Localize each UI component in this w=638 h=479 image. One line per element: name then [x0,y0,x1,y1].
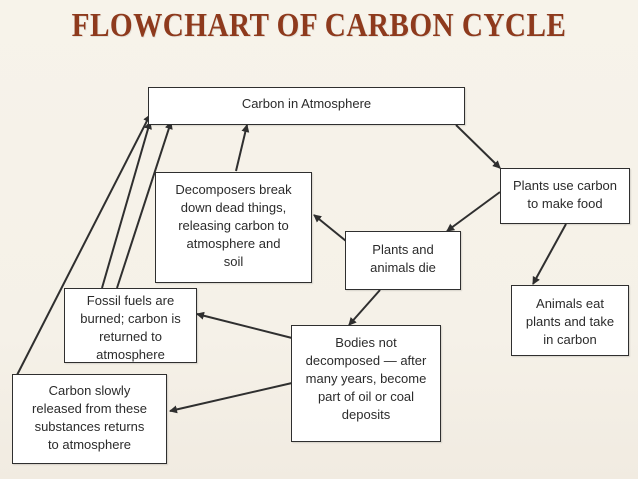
bodies-not-decomposed-line-3: many years, become [305,371,427,386]
decomposers-line-5: soil [223,254,244,269]
carbon-in-atmosphere-label: Carbon in Atmosphere [241,96,372,111]
plants-use-carbon-line-2: to make food [527,196,603,211]
carbon-slowly-released-box: Carbon slowly released from these substa… [12,374,167,464]
carbon-slowly-released-line-1: Carbon slowly [48,383,131,398]
bodies-not-decomposed-line-4: part of oil or coal [317,389,415,404]
decomposers-line-4: atmosphere and [186,236,281,251]
bodies-not-decomposed-line-1: Bodies not [335,335,397,350]
arrow-fossil-fuels-to-atmosphere-right [116,121,173,289]
fossil-fuels-line-3: returned to [99,329,162,344]
arrow-bodies-not-decomposed-to-carbon-slowly-released [169,382,293,414]
plants-animals-die-box: Plants and animals die [345,231,461,290]
animals-eat-line-2: plants and take [525,314,615,329]
plants-use-carbon-line-1: Plants use carbon [512,178,618,193]
arrow-fossil-fuels-to-atmosphere-left [101,121,152,289]
plants-use-carbon-box: Plants use carbon to make food [500,168,630,224]
decomposers-line-1: Decomposers break [175,182,292,197]
carbon-slowly-released-line-3: substances returns [34,419,145,434]
carbon-slowly-released-line-2: released from these [32,401,147,416]
arrow-decomposers-to-atmosphere [235,124,250,172]
decomposers-line-2: down dead things, [180,200,287,215]
decomposers-box: Decomposers break down dead things, rele… [155,172,312,283]
arrow-plants-animals-die-to-decomposers [313,214,347,242]
arrow-plants-use-carbon-to-plants-animals-die [446,191,501,232]
bodies-not-decomposed-box: Bodies not decomposed — after many years… [291,325,441,442]
bodies-not-decomposed-line-5: deposits [341,407,391,422]
animals-eat-line-3: in carbon [543,332,597,347]
animals-eat-box: Animals eat plants and take in carbon [511,285,629,356]
plants-animals-die-line-1: Plants and [372,242,434,257]
arrow-atmosphere-to-plants-use-carbon [455,124,501,169]
fossil-fuels-line-4: atmosphere [96,347,165,362]
fossil-fuels-box: Fossil fuels are burned; carbon is retur… [64,288,197,363]
arrow-carbon-slowly-released-to-atmosphere [15,114,151,378]
page-title: FLOWCHART OF CARBON CYCLE [71,7,567,44]
fossil-fuels-line-2: burned; carbon is [80,311,181,326]
arrow-plants-use-carbon-to-animals-eat [532,223,567,285]
arrow-plants-animals-die-to-bodies-not-decomposed [348,289,381,326]
fossil-fuels-line-1: Fossil fuels are [86,293,175,308]
bodies-not-decomposed-line-2: decomposed — after [305,353,427,368]
carbon-in-atmosphere-box: Carbon in Atmosphere [148,87,465,125]
arrow-bodies-not-decomposed-to-fossil-fuels [196,311,293,339]
plants-animals-die-line-2: animals die [370,260,436,275]
carbon-slowly-released-line-4: to atmosphere [47,437,132,452]
decomposers-line-3: releasing carbon to [178,218,289,233]
animals-eat-line-1: Animals eat [536,296,604,311]
